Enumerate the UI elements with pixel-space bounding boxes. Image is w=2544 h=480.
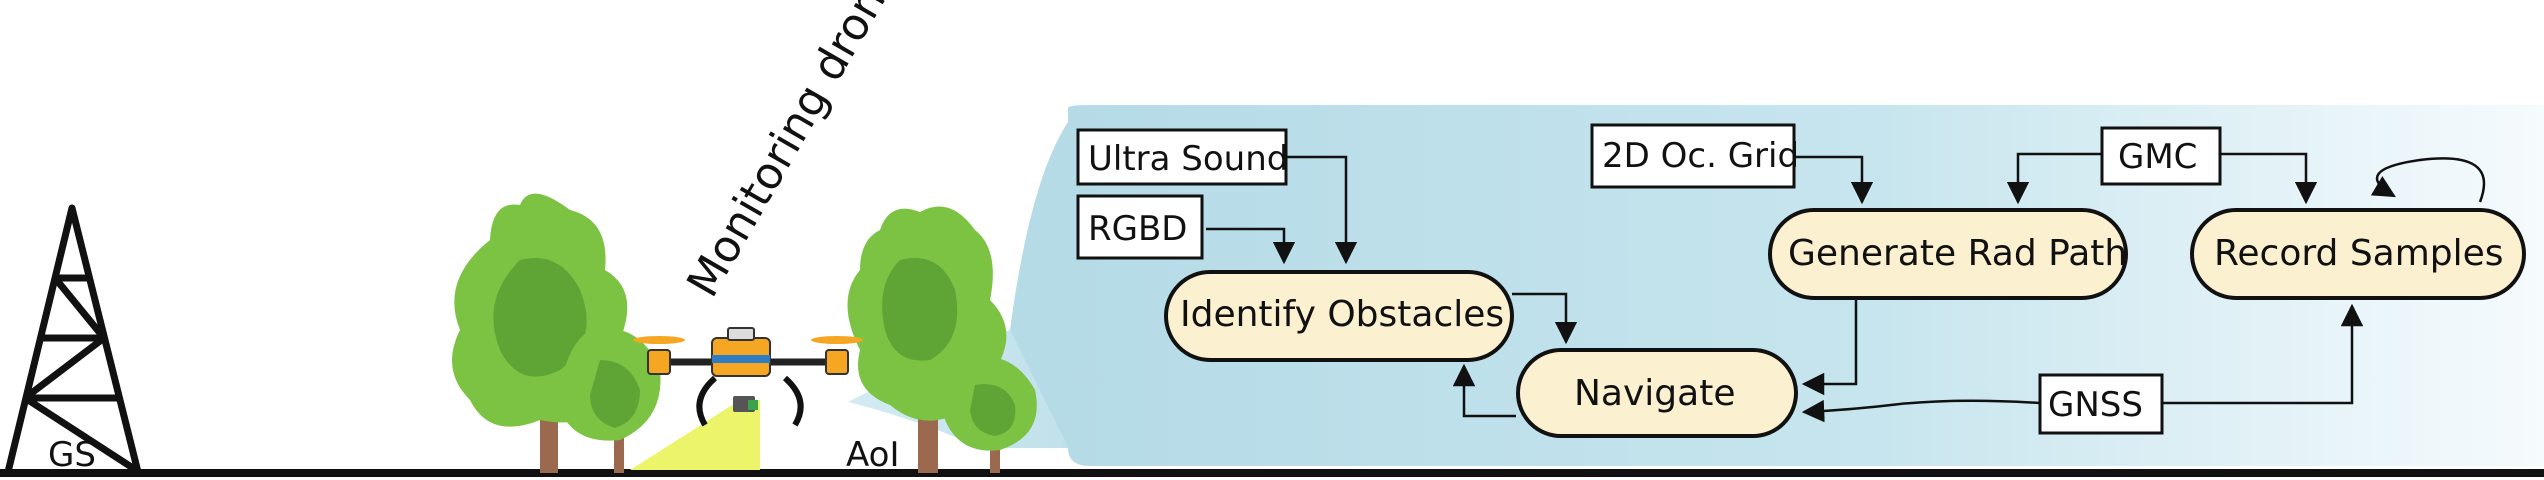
- gnss-input: GNSS: [2038, 373, 2164, 435]
- connectors: [1206, 152, 2486, 423]
- arrow-ultrasound-to-identify: [1286, 155, 1358, 265]
- svg-text:Identify Obstacles: Identify Obstacles: [1180, 294, 1504, 335]
- arrow-gmc-to-record: [2220, 152, 2318, 205]
- rgbd-input: RGBD: [1076, 194, 1204, 260]
- arrow-gnss-to-navigate: [1801, 399, 2041, 423]
- svg-text:Record Samples: Record Samples: [2214, 233, 2504, 274]
- svg-text:Navigate: Navigate: [1574, 373, 1735, 414]
- svg-text:Generate Rad Path: Generate Rad Path: [1788, 233, 2127, 274]
- tree-left-icon: [452, 193, 661, 473]
- ultra-sound-input: Ultra Sound: [1076, 128, 1288, 186]
- ground-station-tower-icon: [4, 204, 142, 473]
- svg-text:Ultra Sound: Ultra Sound: [1088, 139, 1288, 179]
- gmc-input: GMC: [2100, 126, 2222, 186]
- svg-text:GMC: GMC: [2118, 137, 2197, 177]
- monitoring-drone-icon: [633, 327, 863, 427]
- svg-text:RGBD: RGBD: [1088, 209, 1187, 249]
- svg-text:2D Oc. Grid: 2D Oc. Grid: [1602, 136, 1799, 176]
- record-samples-node: Record Samples: [2190, 208, 2526, 300]
- arrow-identify-to-navigate: [1512, 292, 1578, 345]
- svg-text:GNSS: GNSS: [2048, 385, 2143, 425]
- arrow-gmc-to-generate: [2006, 152, 2102, 205]
- navigate-node: Navigate: [1516, 348, 1798, 438]
- occupancy-grid-input: 2D Oc. Grid: [1590, 123, 1799, 189]
- arrow-gnss-to-record: [2162, 303, 2364, 405]
- arrow-navigate-to-identify: [1452, 363, 1516, 418]
- ground-station-label: GS: [48, 435, 96, 475]
- tree-right-icon: [847, 206, 1037, 473]
- arrow-generate-to-navigate: [1801, 300, 1858, 396]
- arrow-rgbd-to-identify: [1206, 227, 1296, 265]
- arrow-grid-to-generate: [1794, 155, 1874, 205]
- camera-beam: [630, 400, 760, 470]
- identify-obstacles-node: Identify Obstacles: [1164, 270, 1514, 362]
- area-of-interest-label: AoI: [846, 435, 900, 475]
- arrow-record-self-loop: [2370, 157, 2486, 203]
- generate-rad-path-node: Generate Rad Path: [1768, 208, 2128, 300]
